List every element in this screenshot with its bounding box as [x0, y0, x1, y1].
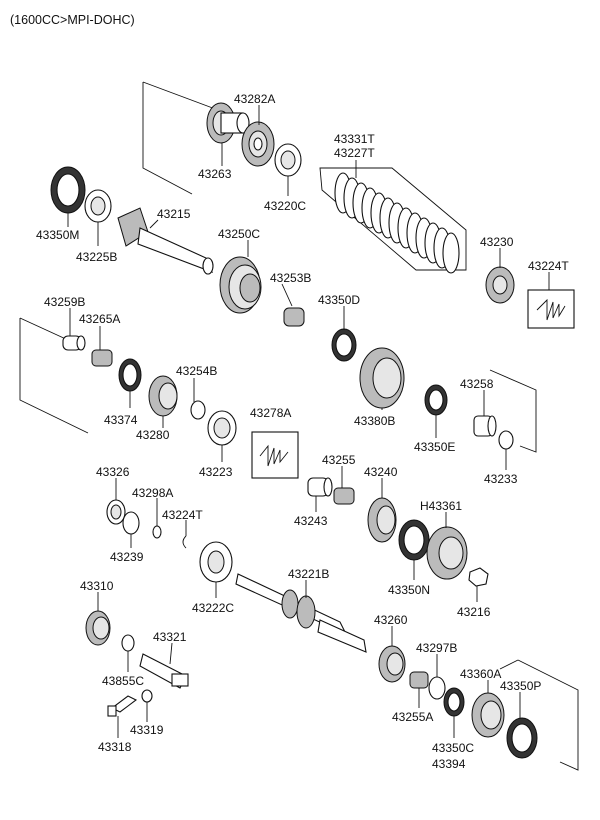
sleeve-43243-shape — [307, 477, 333, 497]
washer-43319-shape — [141, 689, 153, 703]
bearing-43255-shape — [333, 487, 355, 505]
bushing-43259B-shape — [62, 335, 86, 351]
spring-43224T-shape — [527, 289, 575, 329]
label-43380B: 43380B — [354, 414, 395, 428]
label-43260: 43260 — [374, 613, 408, 627]
spring-43278A-shape — [251, 431, 299, 479]
label-H43361: H43361 — [420, 499, 462, 513]
hub-43380B-shape — [359, 347, 405, 409]
label-43233: 43233 — [484, 472, 518, 486]
label-43319: 43319 — [130, 723, 164, 737]
label-43239: 43239 — [110, 550, 144, 564]
gear-43260-shape — [378, 645, 406, 683]
bearing-43222C-shape — [199, 541, 233, 583]
leader-lines — [67, 105, 550, 738]
label-43259B: 43259B — [44, 295, 85, 309]
ring-43350M-shape — [50, 166, 86, 214]
label-43360A: 43360A — [460, 667, 501, 681]
label-43331T: 43331T — [334, 132, 375, 146]
clip-43298A-shape — [152, 525, 162, 539]
hub-43360A-shape — [471, 692, 505, 738]
label-43321: 43321 — [153, 630, 187, 644]
label-43230: 43230 — [480, 235, 514, 249]
bearing-43253B-shape — [283, 307, 305, 327]
bearing-43223-shape — [207, 410, 237, 446]
label-43350D: 43350D — [318, 293, 360, 307]
gear-43263-shape — [206, 102, 250, 144]
part-labels: 43282A 43263 43220C 43331T 43227T 43350M… — [36, 92, 569, 771]
gear-43282A-shape — [241, 121, 275, 167]
label-43350P: 43350P — [500, 679, 541, 693]
ring-43297B-shape — [428, 676, 446, 700]
label-43227T: 43227T — [334, 146, 375, 160]
label-43326: 43326 — [96, 465, 130, 479]
label-43253B: 43253B — [270, 271, 311, 285]
washer-43254B-shape — [190, 400, 206, 420]
label-43225B: 43225B — [76, 250, 117, 264]
shaft-43215-shape — [117, 207, 214, 275]
engine-spec-header: (1600CC>MPI-DOHC) — [10, 13, 135, 27]
label-43297B: 43297B — [416, 641, 457, 655]
label-43224T-lower: 43224T — [162, 508, 203, 522]
sleeve-43258-shape — [473, 415, 497, 437]
label-43310: 43310 — [80, 579, 114, 593]
gear-43230-shape — [485, 266, 515, 304]
label-43220C: 43220C — [264, 199, 306, 213]
label-43278A: 43278A — [250, 406, 291, 420]
hub-H43361-shape — [426, 526, 468, 580]
label-43258: 43258 — [460, 377, 494, 391]
bearing-43225B-shape — [84, 189, 112, 223]
ring-43855C-shape — [121, 634, 135, 652]
label-43254B: 43254B — [176, 364, 217, 378]
ring-43350C-shape — [443, 687, 465, 717]
label-43298A: 43298A — [132, 486, 173, 500]
shaft-43221B-shape — [235, 573, 367, 653]
label-43265A: 43265A — [79, 312, 120, 326]
shaft-43321-shape — [139, 653, 189, 689]
label-43255: 43255 — [322, 453, 356, 467]
label-43280: 43280 — [136, 428, 170, 442]
bolt-43318-shape — [107, 695, 138, 717]
label-43350M: 43350M — [36, 228, 79, 242]
gear-43280-shape — [148, 375, 178, 417]
nut-43216-shape — [468, 567, 489, 587]
clip-43224T-shape — [182, 535, 187, 549]
label-43374: 43374 — [104, 413, 138, 427]
ring-43350N-shape — [398, 519, 430, 561]
bearing-43255A-shape — [409, 671, 429, 689]
label-43243: 43243 — [294, 514, 328, 528]
gear-43240-shape — [367, 497, 397, 543]
label-43855C: 43855C — [102, 674, 144, 688]
spring-pack-43331T-shape — [334, 172, 460, 274]
label-43318: 43318 — [98, 740, 132, 754]
label-43216: 43216 — [457, 605, 491, 619]
bearing-43265A-shape — [91, 349, 113, 367]
label-43350C: 43350C — [432, 741, 474, 755]
bearing-43220C-shape — [274, 143, 302, 177]
label-43221B: 43221B — [288, 567, 329, 581]
label-43394: 43394 — [432, 757, 466, 771]
guide-lines — [19, 81, 579, 771]
label-43350N: 43350N — [388, 583, 430, 597]
clip-43233-shape — [498, 430, 514, 450]
label-43224T-upper: 43224T — [528, 259, 569, 273]
ring-43326-shape — [106, 499, 126, 525]
ring-43239-shape — [122, 511, 140, 535]
label-43250C: 43250C — [218, 227, 260, 241]
label-43223: 43223 — [199, 465, 233, 479]
label-43215: 43215 — [157, 207, 191, 221]
label-43255A: 43255A — [392, 710, 433, 724]
gear-43250C-shape — [219, 256, 262, 314]
label-43350E: 43350E — [414, 440, 455, 454]
ring-43374-shape — [118, 358, 142, 392]
label-43240: 43240 — [364, 465, 398, 479]
gear-43310-shape — [85, 610, 111, 646]
label-43263: 43263 — [198, 167, 232, 181]
ring-43350D-shape — [331, 328, 357, 362]
label-43282A: 43282A — [234, 92, 275, 106]
label-43222C: 43222C — [192, 601, 234, 615]
ring-43350E-shape — [424, 384, 448, 416]
ring-43350P-shape — [506, 717, 538, 759]
